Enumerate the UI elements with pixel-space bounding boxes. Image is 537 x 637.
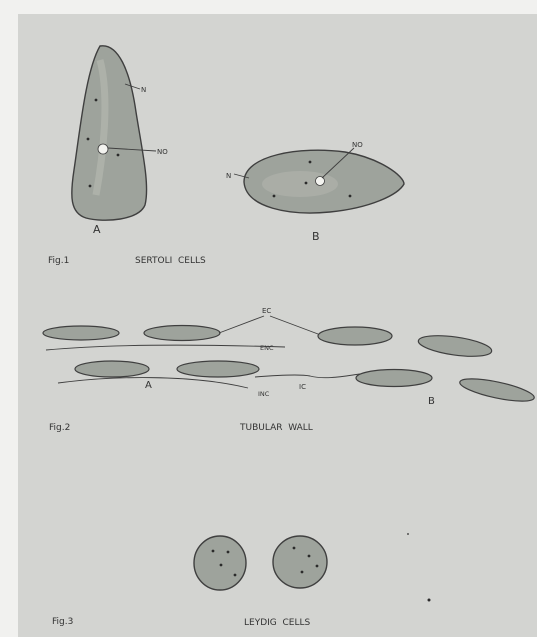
enc-fiber <box>46 345 285 350</box>
sertoli-b-nucleus-label: N <box>226 172 231 180</box>
tubular-cell <box>318 327 392 345</box>
fig2-title: TUBULAR WALL <box>239 423 313 433</box>
fig3-leydig-cells: Fig.3 LEYDIG CELLS <box>52 533 431 628</box>
leydig-granule <box>316 565 319 568</box>
sertoli-b-granule <box>309 161 312 164</box>
sertoli-b-granule <box>349 195 352 198</box>
tubular-cell <box>177 361 259 377</box>
sertoli-b-letter: B <box>312 230 320 243</box>
enc-label: ENC <box>260 344 274 352</box>
leydig-granule <box>220 564 223 567</box>
ic-pointer <box>255 374 360 378</box>
fig2-tubular-wall: EC ENC IC INC A B Fig.2 TUBULAR WALL <box>43 307 536 433</box>
sertoli-a-granule <box>89 185 92 188</box>
sertoli-b-granule <box>273 195 276 198</box>
fig3-title: LEYDIG CELLS <box>244 618 310 628</box>
sertoli-a-nucleus-label: N <box>141 86 146 94</box>
sertoli-a-nucleolus-label: NO <box>157 148 168 156</box>
sertoli-cell-b-highlight <box>262 171 338 197</box>
fig1-title: SERTOLI CELLS <box>135 256 206 266</box>
sertoli-a-granule <box>95 99 98 102</box>
ec-pointer <box>219 316 264 333</box>
tubular-cell <box>144 326 220 341</box>
ec-pointer <box>270 316 318 334</box>
sertoli-cell-a <box>72 46 147 220</box>
fig2-row-a-label: A <box>145 380 152 391</box>
tubular-cell <box>417 332 493 360</box>
sertoli-b-nucleolus-label: NO <box>352 141 363 149</box>
fig2-caption: Fig.2 <box>49 423 70 433</box>
sertoli-a-letter: A <box>93 223 101 236</box>
sertoli-b-granule <box>305 182 308 185</box>
sertoli-b-nucleolus <box>316 177 325 186</box>
leydig-granule <box>212 550 215 553</box>
speck <box>428 599 431 602</box>
sertoli-a-nucleolus <box>98 144 108 154</box>
leydig-granule <box>301 571 304 574</box>
leydig-granule <box>308 555 311 558</box>
sertoli-a-granule <box>87 138 90 141</box>
sertoli-a-granule <box>117 154 120 157</box>
leydig-cell <box>194 536 246 590</box>
speck <box>407 533 409 535</box>
fig2-row-b-label: B <box>428 396 435 407</box>
fig1-sertoli-cells: N NO A N NO B Fig.1 SERTOLI CELLS <box>48 46 404 266</box>
fig3-caption: Fig.3 <box>52 617 73 627</box>
ec-label: EC <box>262 307 271 315</box>
inc-fiber <box>58 378 248 388</box>
ic-label: IC <box>299 383 306 391</box>
leydig-cell <box>273 536 327 588</box>
tubular-cell <box>458 374 536 405</box>
leydig-granule <box>227 551 230 554</box>
leydig-granule <box>293 547 296 550</box>
inc-label: INC <box>258 390 270 398</box>
fig1-caption: Fig.1 <box>48 256 69 266</box>
tubular-cell <box>356 370 432 387</box>
tubular-cell <box>75 361 149 377</box>
tubular-cell <box>43 326 119 340</box>
leydig-granule <box>234 574 237 577</box>
